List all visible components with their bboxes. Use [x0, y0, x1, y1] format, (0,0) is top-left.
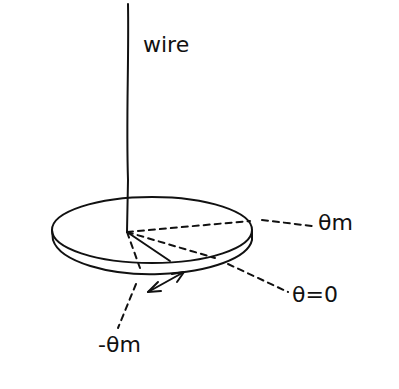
dashed-line: [127, 232, 215, 258]
radius-line: [127, 232, 170, 261]
dashed-line: [127, 221, 250, 232]
angle-label: -θm: [98, 334, 141, 356]
disk-rim: [52, 230, 252, 274]
arrow-head: [172, 272, 184, 282]
arrow-head: [148, 282, 161, 292]
wire-label: wire: [143, 34, 189, 56]
swing-arrow: [148, 272, 184, 292]
angle-label: θ=0: [292, 284, 338, 306]
dashed-line: [228, 264, 288, 292]
dashed-line: [262, 220, 312, 226]
disk-top: [52, 197, 252, 263]
dashed-line: [118, 284, 136, 328]
dashed-line: [127, 232, 140, 268]
angle-label: θm: [318, 212, 353, 234]
